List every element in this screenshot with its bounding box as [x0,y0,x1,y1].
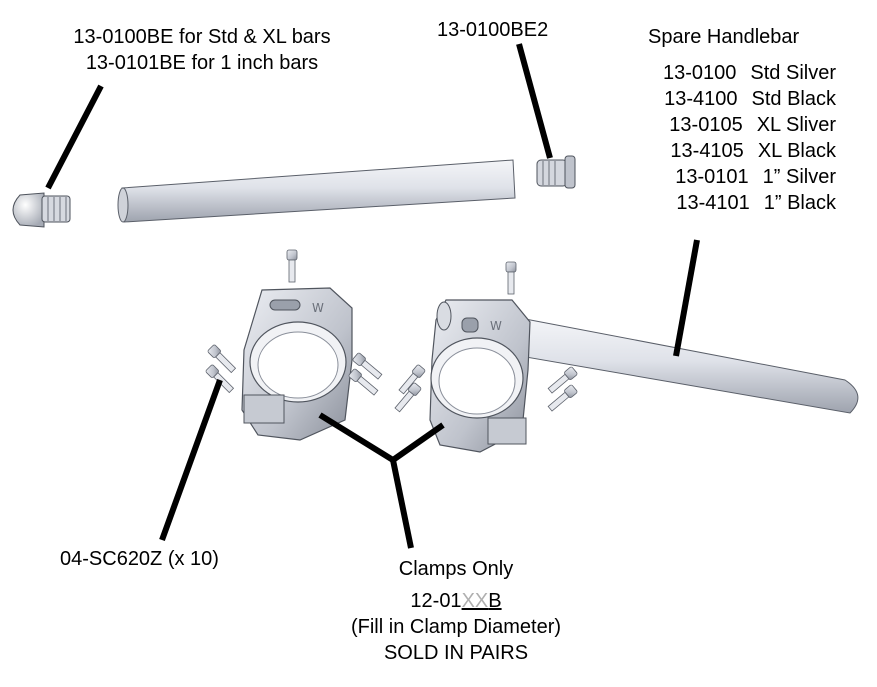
leader-spare-handlebar [673,239,700,357]
bar-end-std-xl-label: 13-0100BE for Std & XL bars [73,26,331,48]
clamps-title: Clamps Only [398,558,514,580]
bar-end-label: 13-0100BE for Std & XL bars 13-0101BE fo… [42,24,362,76]
leader-lines [45,43,700,549]
leader-bar-end-left [45,84,104,190]
clamps-label: Clamps Only 12-01XXB (Fill in Clamp Diam… [336,556,576,666]
svg-text:W: W [490,319,502,333]
spare-handlebar-tube [117,159,516,223]
clamp-code-fill: XX [461,590,489,612]
leader-bar-end-right [516,43,553,159]
leader-clamps-stem [390,459,414,549]
clamp-sold: SOLD IN PAIRS [383,642,529,664]
clamp-code: 12-01XXB [410,590,502,612]
spare-handlebar-title: Spare Handlebar [648,26,800,48]
clamp-note: (Fill in Clamp Diameter) [350,616,562,638]
bar-end-plug-right [536,155,576,189]
svg-text:W: W [312,301,324,315]
clamp-left: W [241,287,353,441]
bar-end-2-label: 13-0100BE2 [437,19,549,41]
bar-end-1inch-label: 13-0101BE for 1 inch bars [85,52,319,74]
screws-label: 04-SC620Z (x 10) [60,548,219,570]
leader-screws [159,378,223,542]
clamp-right: W [429,299,859,453]
bar-end-cap-left [12,192,71,228]
